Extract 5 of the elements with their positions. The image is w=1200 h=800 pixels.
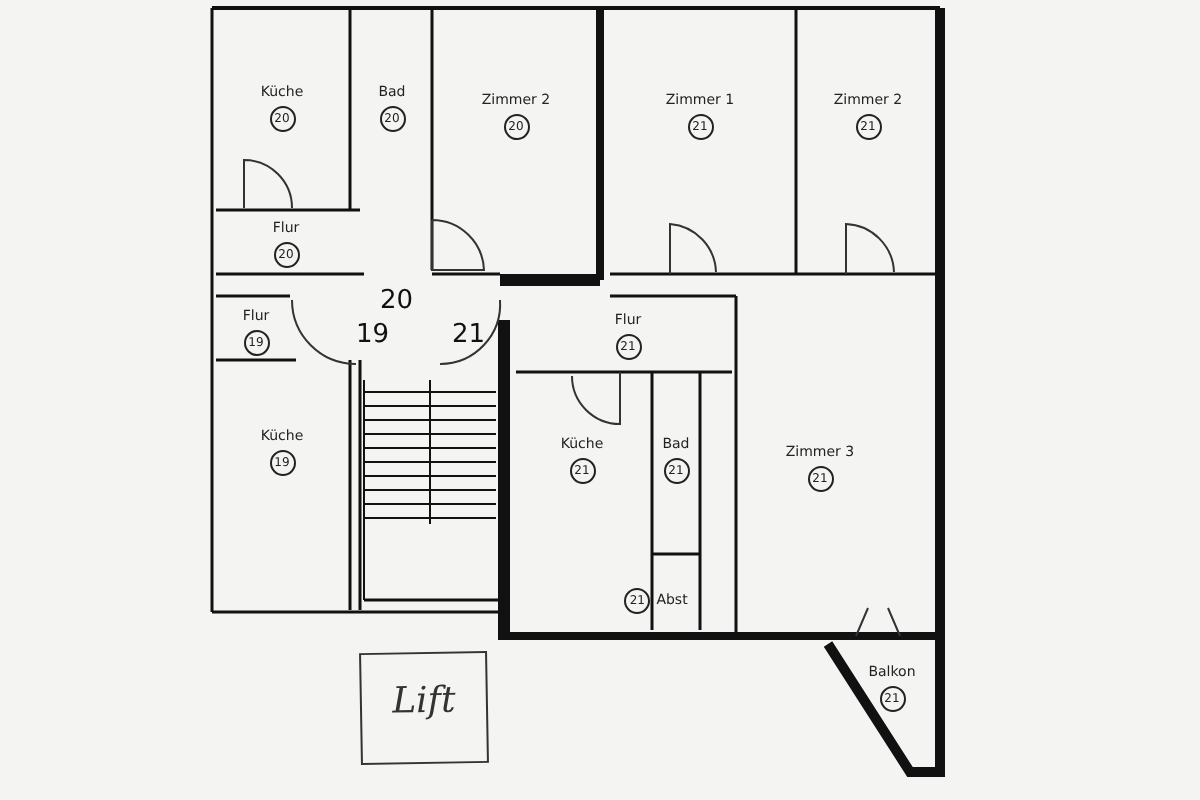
handwritten-note: Lift — [391, 681, 456, 723]
unit-number: 21 — [452, 320, 486, 350]
handwritten-note-box — [359, 650, 489, 766]
unit-number: 20 — [380, 286, 414, 316]
unit-number: 19 — [356, 320, 390, 350]
